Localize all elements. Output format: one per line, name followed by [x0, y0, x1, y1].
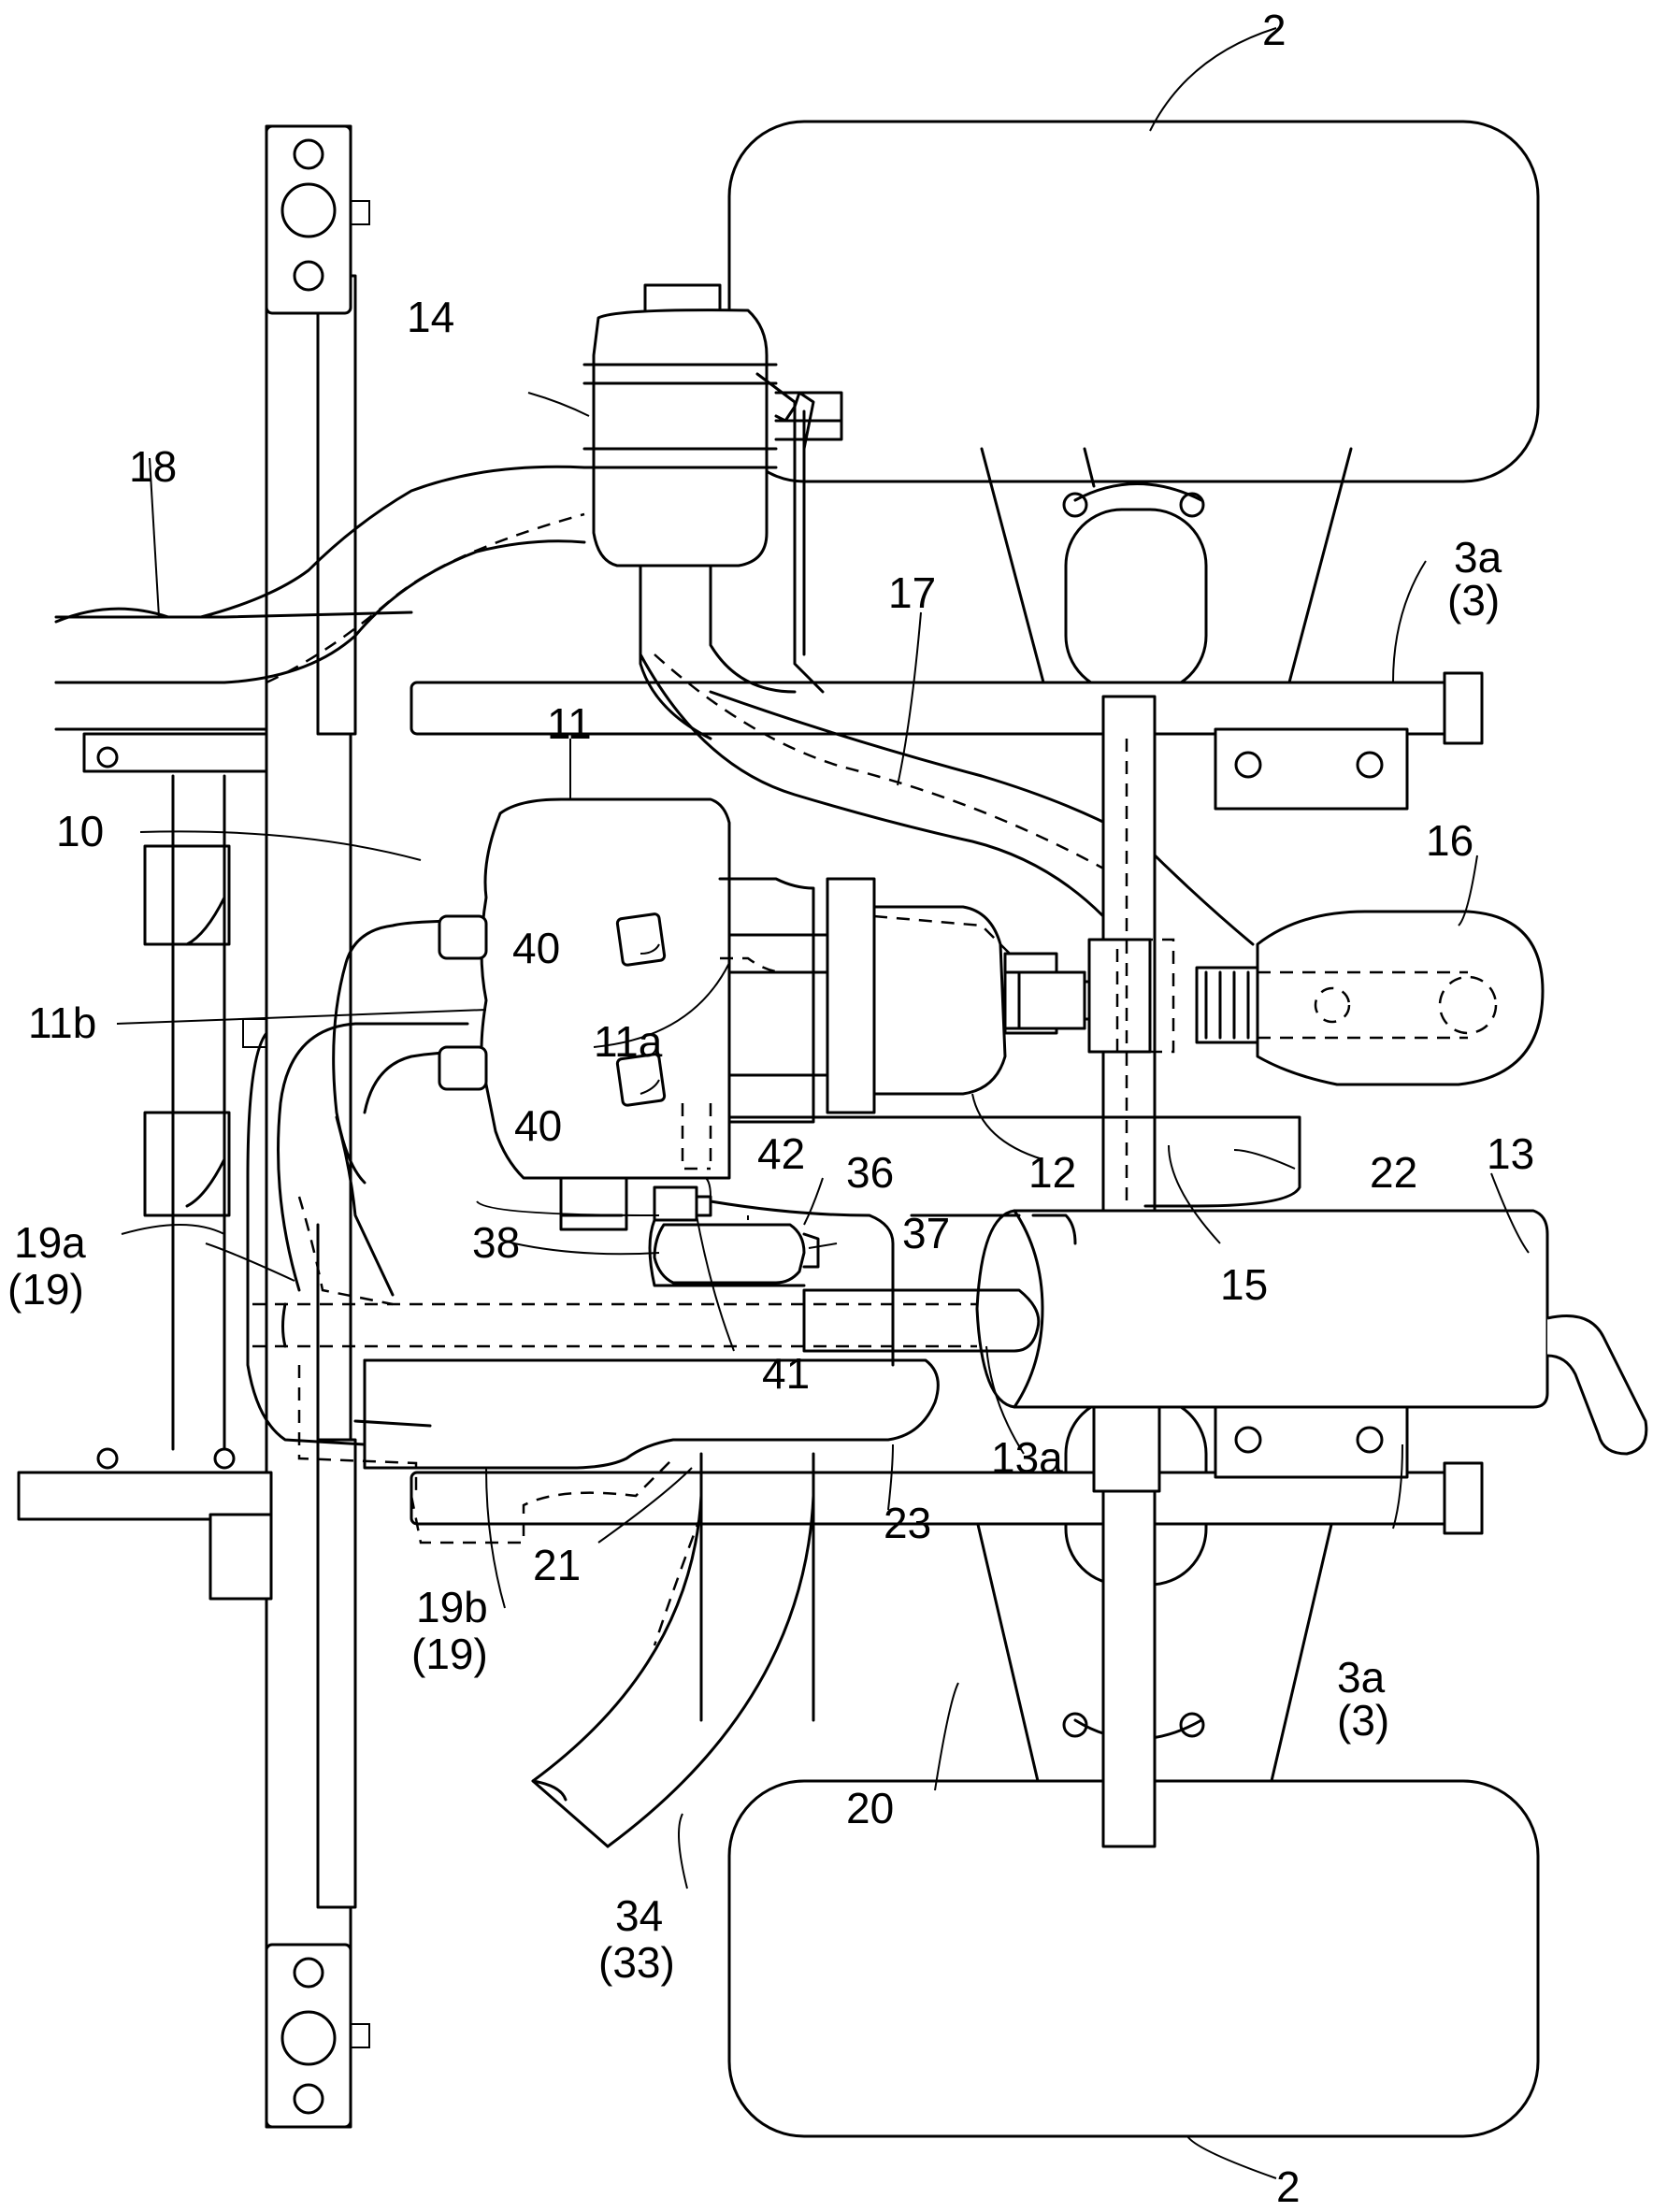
label-42: 42: [757, 1129, 805, 1178]
label-13a: 13a: [991, 1433, 1063, 1482]
sensor-assembly: [650, 1187, 818, 1286]
label-19-a: (19): [7, 1265, 84, 1314]
label-10: 10: [56, 807, 104, 855]
label-23: 23: [884, 1499, 931, 1547]
label-2-bottom: 2: [1276, 2162, 1301, 2207]
label-3-bottom: (3): [1337, 1696, 1389, 1745]
label-3a-top: 3a: [1454, 533, 1502, 582]
front-frame-vertical: [266, 126, 369, 2127]
label-14: 14: [407, 293, 454, 341]
label-19a: 19a: [14, 1218, 86, 1267]
label-13: 13: [1487, 1129, 1534, 1178]
label-11: 11: [547, 699, 592, 748]
label-19b: 19b: [416, 1583, 488, 1631]
engine: [279, 799, 814, 1290]
label-19-b: (19): [411, 1630, 488, 1678]
fuel-tank: [1197, 912, 1543, 1084]
label-33: (33): [598, 1938, 675, 1987]
label-11b: 11b: [28, 998, 96, 1047]
label-3a-bottom: 3a: [1337, 1653, 1386, 1702]
label-11a: 11a: [594, 1017, 663, 1066]
label-40-top: 40: [512, 924, 560, 972]
label-18: 18: [129, 442, 177, 491]
label-22: 22: [1370, 1148, 1417, 1197]
label-3-top: (3): [1447, 576, 1500, 625]
rear-wheel-top: [729, 122, 1538, 481]
label-2-top: 2: [1262, 6, 1286, 54]
transmission: [729, 879, 1103, 1113]
label-37: 37: [902, 1209, 950, 1257]
label-21: 21: [533, 1541, 581, 1589]
label-12: 12: [1028, 1148, 1076, 1197]
label-34: 34: [615, 1891, 663, 1940]
label-38: 38: [472, 1218, 520, 1267]
suspension-top: [982, 449, 1351, 697]
label-40-bottom: 40: [514, 1101, 562, 1150]
label-41: 41: [762, 1349, 810, 1398]
label-17: 17: [888, 568, 936, 617]
label-16: 16: [1426, 816, 1473, 865]
label-20: 20: [846, 1784, 894, 1832]
label-36: 36: [846, 1148, 894, 1197]
label-15: 15: [1220, 1260, 1268, 1309]
